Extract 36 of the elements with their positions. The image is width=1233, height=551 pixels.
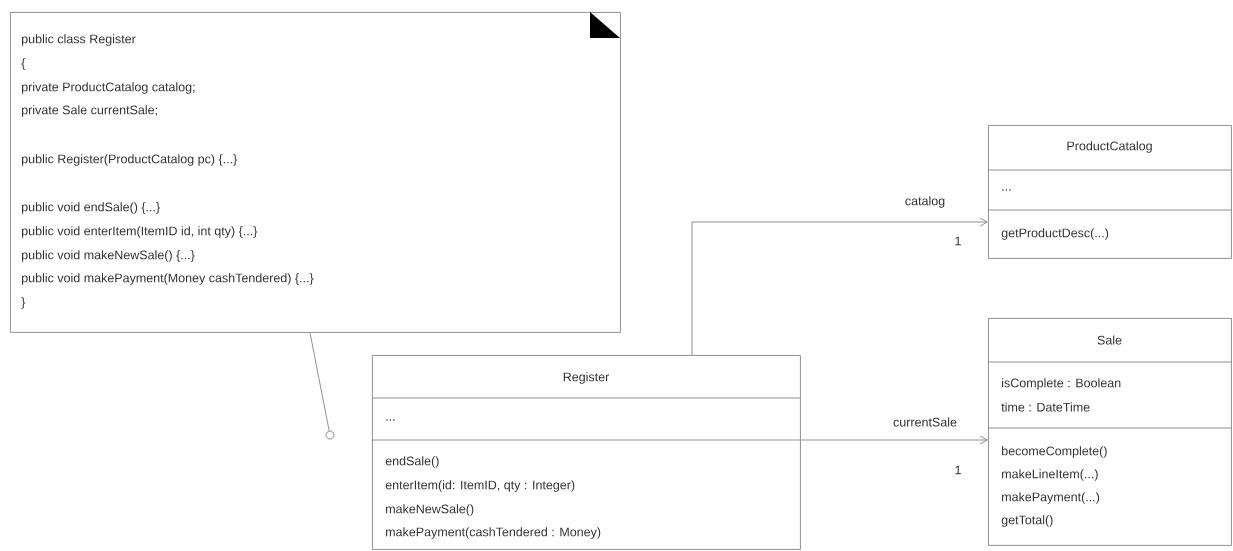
code-line: private Sale currentSale; bbox=[22, 105, 157, 117]
code-line: public void endSale() {...} bbox=[22, 202, 160, 214]
class-member: time : DateTime bbox=[1001, 402, 1090, 412]
edge-label: catalog bbox=[903, 195, 947, 209]
class-member: makePayment(cashTendered : Money) bbox=[386, 527, 601, 539]
edge-label: currentSale bbox=[892, 416, 958, 428]
code-line: public void makePayment(Money cashTendered) {...} bbox=[22, 273, 314, 285]
code-line: private ProductCatalog catalog; bbox=[22, 82, 195, 94]
class-member: isComplete : Boolean bbox=[1002, 378, 1121, 390]
class-name: ProductCatalog bbox=[1067, 141, 1152, 153]
class-box bbox=[371, 355, 801, 550]
code-line: public class Register bbox=[22, 34, 136, 46]
multiplicity-label: 1 bbox=[955, 465, 961, 475]
class-member: ... bbox=[386, 419, 395, 421]
class-member: getTotal() bbox=[1001, 515, 1053, 527]
code-line: public void makeNewSale() {...} bbox=[22, 250, 195, 262]
multiplicity-label: 1 bbox=[955, 236, 961, 246]
code-line: public void enterItem(ItemID id, int qty) {...} bbox=[22, 226, 258, 238]
class-name: Sale bbox=[1097, 335, 1122, 345]
class-box bbox=[987, 318, 1232, 546]
class-member: ... bbox=[1002, 189, 1011, 191]
class-member: makeNewSale() bbox=[386, 504, 474, 516]
class-member: getProductDesc(...) bbox=[1001, 228, 1109, 240]
class-member: endSale() bbox=[385, 456, 439, 468]
class-box bbox=[987, 125, 1232, 259]
class-member: becomeComplete() bbox=[1002, 446, 1107, 458]
class-name: Register bbox=[563, 372, 610, 384]
association-arrow bbox=[800, 435, 988, 445]
class-member: makePayment(...) bbox=[1002, 492, 1100, 504]
code-line: { bbox=[21, 58, 26, 70]
class-member: makeLineItem(...) bbox=[1002, 469, 1098, 481]
association-arrow bbox=[691, 217, 988, 356]
code-line: } bbox=[21, 297, 26, 309]
code-line: public Register(ProductCatalog pc) {...} bbox=[22, 154, 238, 166]
class-member: enterItem(id: ItemID, qty : Integer) bbox=[385, 480, 575, 492]
note-box bbox=[10, 12, 621, 333]
